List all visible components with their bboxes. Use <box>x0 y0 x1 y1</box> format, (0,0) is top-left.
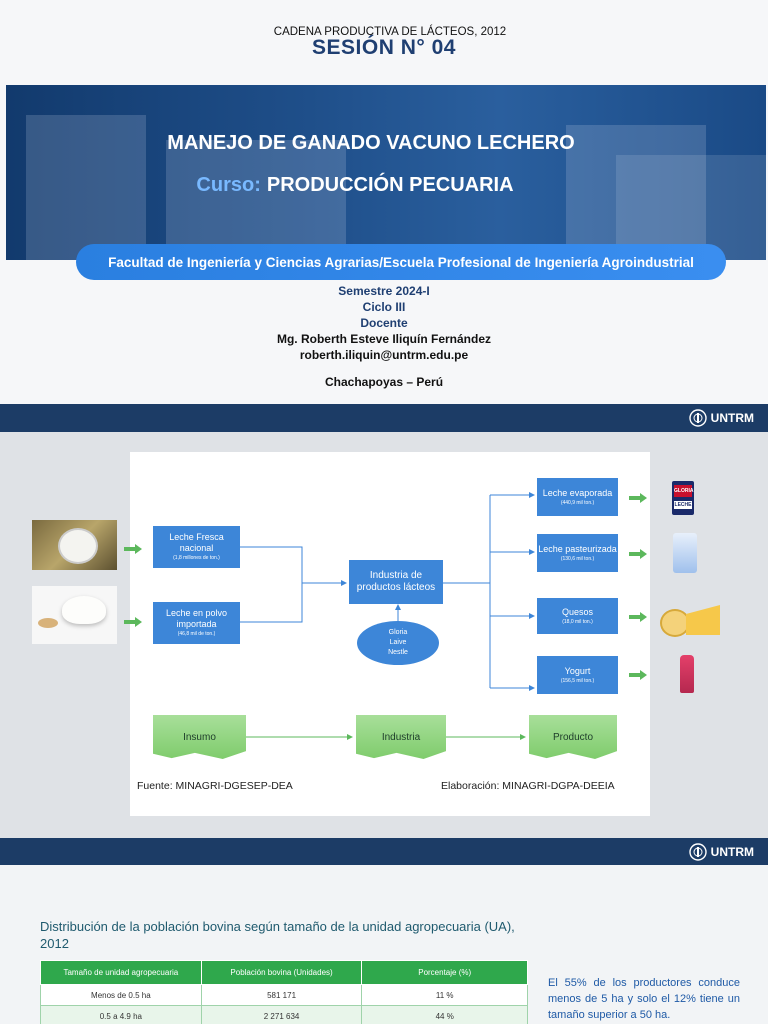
evaporated-milk-can-image: GLORIA LECHE <box>672 481 694 515</box>
table-cell: 581 171 <box>200 984 363 1006</box>
wooden-spoon-shape <box>38 618 58 628</box>
input-box-powdered-milk: Leche en polvo importada (46,8 mil de to… <box>153 602 240 644</box>
fresh-milk-photo <box>32 520 117 570</box>
building-shape <box>616 155 766 260</box>
arrow-right-icon <box>124 617 142 627</box>
product-quantity: (156,5 mil ton.) <box>560 677 595 684</box>
course-info: Semestre 2024-I Ciclo III Docente Mg. Ro… <box>0 283 768 363</box>
untrm-logo: UNTRM <box>688 843 754 861</box>
flow-input: Insumo <box>153 715 246 759</box>
cheese-wheel-shape <box>660 609 690 637</box>
product-quantity: (440,9 mil ton.) <box>560 499 595 506</box>
input-label: Leche Fresca nacional <box>169 532 224 553</box>
course-line: Curso:PRODUCCIÓN PECUARIA <box>0 174 768 197</box>
city: Chachapoyas – Perú <box>324 375 444 389</box>
table-row: 0.5 a 4.9 ha 2 271 634 44 % <box>40 1005 528 1024</box>
industry-box: Industria de productos lácteos <box>349 560 443 604</box>
table-header-row: Tamaño de unidad agropecuaria Población … <box>40 960 528 985</box>
input-label: Leche en polvo importada <box>165 608 228 629</box>
product-label: Yogurt <box>564 665 591 676</box>
teacher-label: Docente <box>360 316 408 330</box>
teacher-email: roberth.iliquin@untrm.edu.pe <box>299 348 469 362</box>
faculty-pill: Facultad de Ingeniería y Ciencias Agrari… <box>76 244 726 280</box>
table-cell: 0.5 a 4.9 ha <box>40 1005 202 1024</box>
yogurt-bottle-image <box>680 655 694 693</box>
powdered-milk-photo <box>32 586 117 644</box>
table-title: Distribución de la población bovina segú… <box>40 919 515 951</box>
input-quantity: (1,8 millones de ton.) <box>173 555 220 561</box>
arrow-right-icon <box>124 544 142 554</box>
company-name: Laive <box>389 639 407 646</box>
powder-pile-shape <box>62 596 106 624</box>
table-row: Menos de 0.5 ha 581 171 11 % <box>40 984 528 1006</box>
flow-product: Producto <box>529 715 617 759</box>
product-box-evaporated-milk: Leche evaporada (440,9 mil ton.) <box>537 478 618 516</box>
product-box-pasteurized-milk: Leche pasteurizada (130,6 mil ton.) <box>537 534 618 572</box>
cycle: Ciclo III <box>362 300 406 314</box>
product-box-yogurt: Yogurt (156,5 mil ton.) <box>537 656 618 694</box>
university-seal-icon <box>688 843 707 861</box>
cheese-wedge-shape <box>686 605 720 635</box>
column-header: Porcentaje (%) <box>361 960 528 985</box>
campus-banner-image <box>6 85 766 260</box>
arrow-right-icon <box>629 612 647 622</box>
slide-footer: UNTRM <box>0 404 768 432</box>
arrow-right-icon <box>629 670 647 680</box>
diagram-title: CADENA PRODUCTIVA DE LÁCTEOS, 2012 <box>273 26 507 38</box>
flow-industry: Industria <box>356 715 446 759</box>
arrow-right-icon <box>629 493 647 503</box>
source-note: Fuente: MINAGRI-DGESEP-DEA <box>137 780 293 792</box>
untrm-logo: UNTRM <box>688 409 754 427</box>
teacher-name: Mg. Roberth Esteve Iliquín Fernández <box>276 332 492 346</box>
company-name: Gloria <box>388 629 408 636</box>
elaboration-note: Elaboración: MINAGRI-DGPA-DEEIA <box>441 780 615 792</box>
table-cell: Menos de 0.5 ha <box>40 984 202 1006</box>
milk-bowl-shape <box>58 528 98 564</box>
can-product-label: LECHE <box>674 501 692 509</box>
table-cell: 2 271 634 <box>200 1005 363 1024</box>
input-box-fresh-milk: Leche Fresca nacional (1,8 millones de t… <box>153 526 240 568</box>
building-shape <box>166 140 346 260</box>
product-box-cheese: Quesos (18,0 mil ton.) <box>537 598 618 634</box>
product-quantity: (130,6 mil ton.) <box>560 555 595 562</box>
slide-footer: UNTRM <box>0 838 768 865</box>
logo-text: UNTRM <box>710 411 754 425</box>
product-quantity: (18,0 mil ton.) <box>562 618 593 625</box>
arrow-right-icon <box>629 549 647 559</box>
can-brand-label: GLORIA <box>674 485 693 497</box>
product-label: Leche pasteurizada <box>538 543 617 554</box>
title-slide: SESIÓN N° 04 MANEJO DE GANADO VACUNO LEC… <box>0 0 768 432</box>
session-number: SESIÓN N° 04 <box>312 36 456 59</box>
course-name: PRODUCCIÓN PECUARIA <box>266 174 514 196</box>
building-shape <box>26 115 146 260</box>
university-seal-icon <box>688 409 707 427</box>
course-label: Curso: <box>196 174 261 196</box>
column-header: Tamaño de unidad agropecuaria <box>40 960 202 985</box>
table-cell: 11 % <box>361 984 528 1006</box>
slide-title: MANEJO DE GANADO VACUNO LECHERO <box>167 132 575 154</box>
semester: Semestre 2024-I <box>338 284 430 298</box>
input-quantity: (46,8 mil de ton.) <box>177 631 216 637</box>
logo-text: UNTRM <box>710 845 754 859</box>
table-cell: 44 % <box>361 1005 528 1024</box>
column-header: Población bovina (Unidades) <box>200 960 363 985</box>
company-name: Nestle <box>388 649 408 656</box>
building-shape <box>566 125 706 260</box>
product-label: Leche evaporada <box>542 487 613 498</box>
bovine-population-table: Tamaño de unidad agropecuaria Población … <box>40 960 528 1024</box>
pasteurized-milk-bag-image <box>673 533 697 573</box>
product-label: Quesos <box>561 606 594 617</box>
summary-note: El 55% de los productores conduce menos … <box>548 977 740 1021</box>
cheese-image <box>660 601 722 639</box>
companies-ellipse: Gloria Laive Nestle <box>357 621 439 665</box>
